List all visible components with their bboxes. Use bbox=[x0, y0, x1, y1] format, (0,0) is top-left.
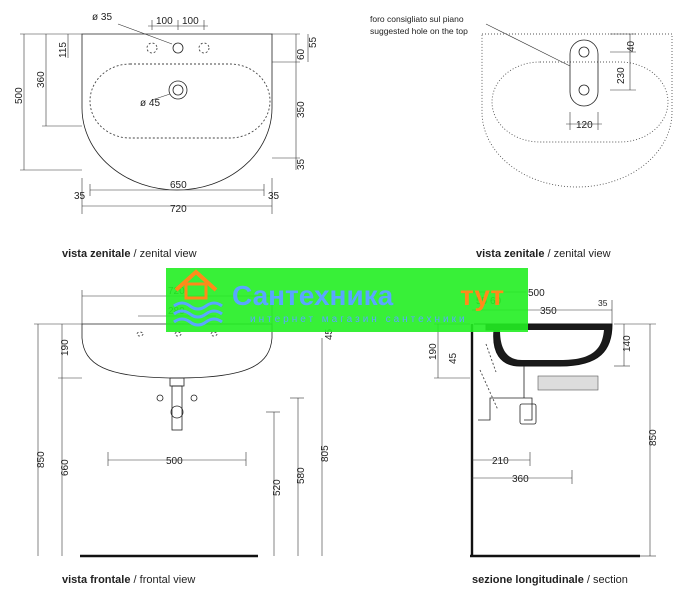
basin-front-outline bbox=[81, 323, 273, 379]
dim-360-section: 360 bbox=[512, 474, 529, 485]
caption-bottom-right-sep: / bbox=[584, 574, 593, 586]
basin-outline-top-left bbox=[81, 33, 273, 191]
siphon-body bbox=[171, 385, 183, 431]
caption-bottom-left-en: frontal view bbox=[140, 574, 196, 586]
dim-520: 520 bbox=[272, 479, 283, 496]
top-right-zenital-view: foro consigliato sul piano suggested hol… bbox=[370, 14, 673, 260]
drain-outer bbox=[168, 80, 188, 100]
caption-top-right: vista zenitale / zenital view bbox=[476, 248, 611, 260]
dim-55: 55 bbox=[308, 36, 319, 48]
note-english: suggested hole on the top bbox=[370, 26, 468, 36]
dim-45-section: 45 bbox=[448, 352, 459, 364]
dim-35-section: 35 bbox=[598, 298, 608, 308]
drain-inner bbox=[172, 84, 184, 96]
tap-hole-left bbox=[146, 42, 158, 54]
dim-35-left: 35 bbox=[74, 191, 86, 202]
caption-bottom-left: vista frontale / frontal view bbox=[62, 574, 195, 586]
suggested-hole-slot bbox=[569, 39, 599, 107]
tap-hole-right bbox=[198, 42, 210, 54]
dim-120: 120 bbox=[576, 120, 593, 131]
dim-660: 660 bbox=[60, 459, 71, 476]
dim-360-height: 360 bbox=[36, 71, 47, 88]
dim-850-front: 850 bbox=[36, 451, 47, 468]
dim-350-section: 350 bbox=[540, 306, 557, 317]
dim-35-right: 35 bbox=[296, 158, 307, 170]
dim-45-front: 45 bbox=[324, 328, 335, 340]
slot-hole-bottom bbox=[578, 84, 590, 96]
dim-350-height: 350 bbox=[296, 101, 307, 118]
dim-500-height: 500 bbox=[14, 87, 25, 104]
bottom-left-frontal-view: 720 280 45 850 190 660 500 805 580 520 v… bbox=[34, 286, 335, 586]
countertop-outline bbox=[481, 33, 673, 188]
dim-650-width: 650 bbox=[170, 180, 187, 191]
watermark-banner: Сантехника тут интернет магазин сантехни… bbox=[166, 268, 528, 332]
bottom-right-section: 500 55 60 350 35 190 45 140 850 210 360 … bbox=[428, 288, 659, 586]
note-italian: foro consigliato sul piano bbox=[370, 14, 464, 24]
caption-bottom-right: sezione longitudinale / section bbox=[472, 574, 628, 586]
watermark-background bbox=[166, 268, 528, 332]
siphon-trap bbox=[170, 405, 184, 419]
top-left-zenital-view: ø 35 100 100 500 360 115 60 55 350 35 ø … bbox=[14, 12, 319, 260]
dim-115-height: 115 bbox=[58, 42, 69, 58]
dim-500-section: 500 bbox=[528, 288, 545, 299]
section-siphon bbox=[478, 366, 533, 421]
tap-hole-center bbox=[172, 42, 184, 54]
caption-bottom-left-sep: / bbox=[130, 574, 139, 586]
watermark-text-sub: интернет магазин сантехники bbox=[250, 314, 468, 325]
dim-580: 580 bbox=[296, 467, 307, 484]
caption-top-left: vista zenitale / zenital view bbox=[62, 248, 197, 260]
caption-bottom-right-en: section bbox=[593, 574, 628, 586]
caption-top-right-bold: vista zenitale bbox=[476, 248, 544, 260]
dim-35-bottom: 35 bbox=[268, 191, 280, 202]
dim-60: 60 bbox=[296, 48, 307, 60]
dim-720-width: 720 bbox=[170, 204, 187, 215]
dim-hole-45: ø 45 bbox=[140, 98, 160, 109]
dim-805: 805 bbox=[320, 445, 331, 462]
dim-190-front: 190 bbox=[60, 339, 71, 356]
watermark-text-main: Сантехника bbox=[232, 280, 394, 311]
watermark-logo-icon bbox=[173, 269, 223, 327]
dim-100-a: 100 bbox=[156, 16, 173, 27]
caption-bottom-right-bold: sezione longitudinale bbox=[472, 574, 584, 586]
dim-230: 230 bbox=[616, 67, 627, 84]
dim-100-b: 100 bbox=[182, 16, 199, 27]
caption-bottom-left-bold: vista frontale bbox=[62, 574, 130, 586]
watermark-text-accent: тут bbox=[460, 280, 504, 311]
dim-850-section: 850 bbox=[648, 429, 659, 446]
basin-bowl-dashed bbox=[89, 63, 271, 139]
siphon-neck bbox=[169, 377, 185, 387]
caption-top-left-en: zenital view bbox=[140, 248, 197, 260]
dim-210: 210 bbox=[492, 456, 509, 467]
dim-140: 140 bbox=[622, 335, 633, 352]
caption-top-right-en: zenital view bbox=[554, 248, 611, 260]
slot-hole-top bbox=[578, 46, 590, 58]
dim-40: 40 bbox=[626, 40, 637, 52]
dim-500-front: 500 bbox=[166, 456, 183, 467]
caption-top-left-sep: / bbox=[130, 248, 139, 260]
caption-top-left-bold: vista zenitale bbox=[62, 248, 130, 260]
dim-hole-35: ø 35 bbox=[92, 12, 112, 23]
dim-190-section: 190 bbox=[428, 343, 439, 360]
caption-top-right-sep: / bbox=[544, 248, 553, 260]
support-block bbox=[537, 375, 599, 391]
